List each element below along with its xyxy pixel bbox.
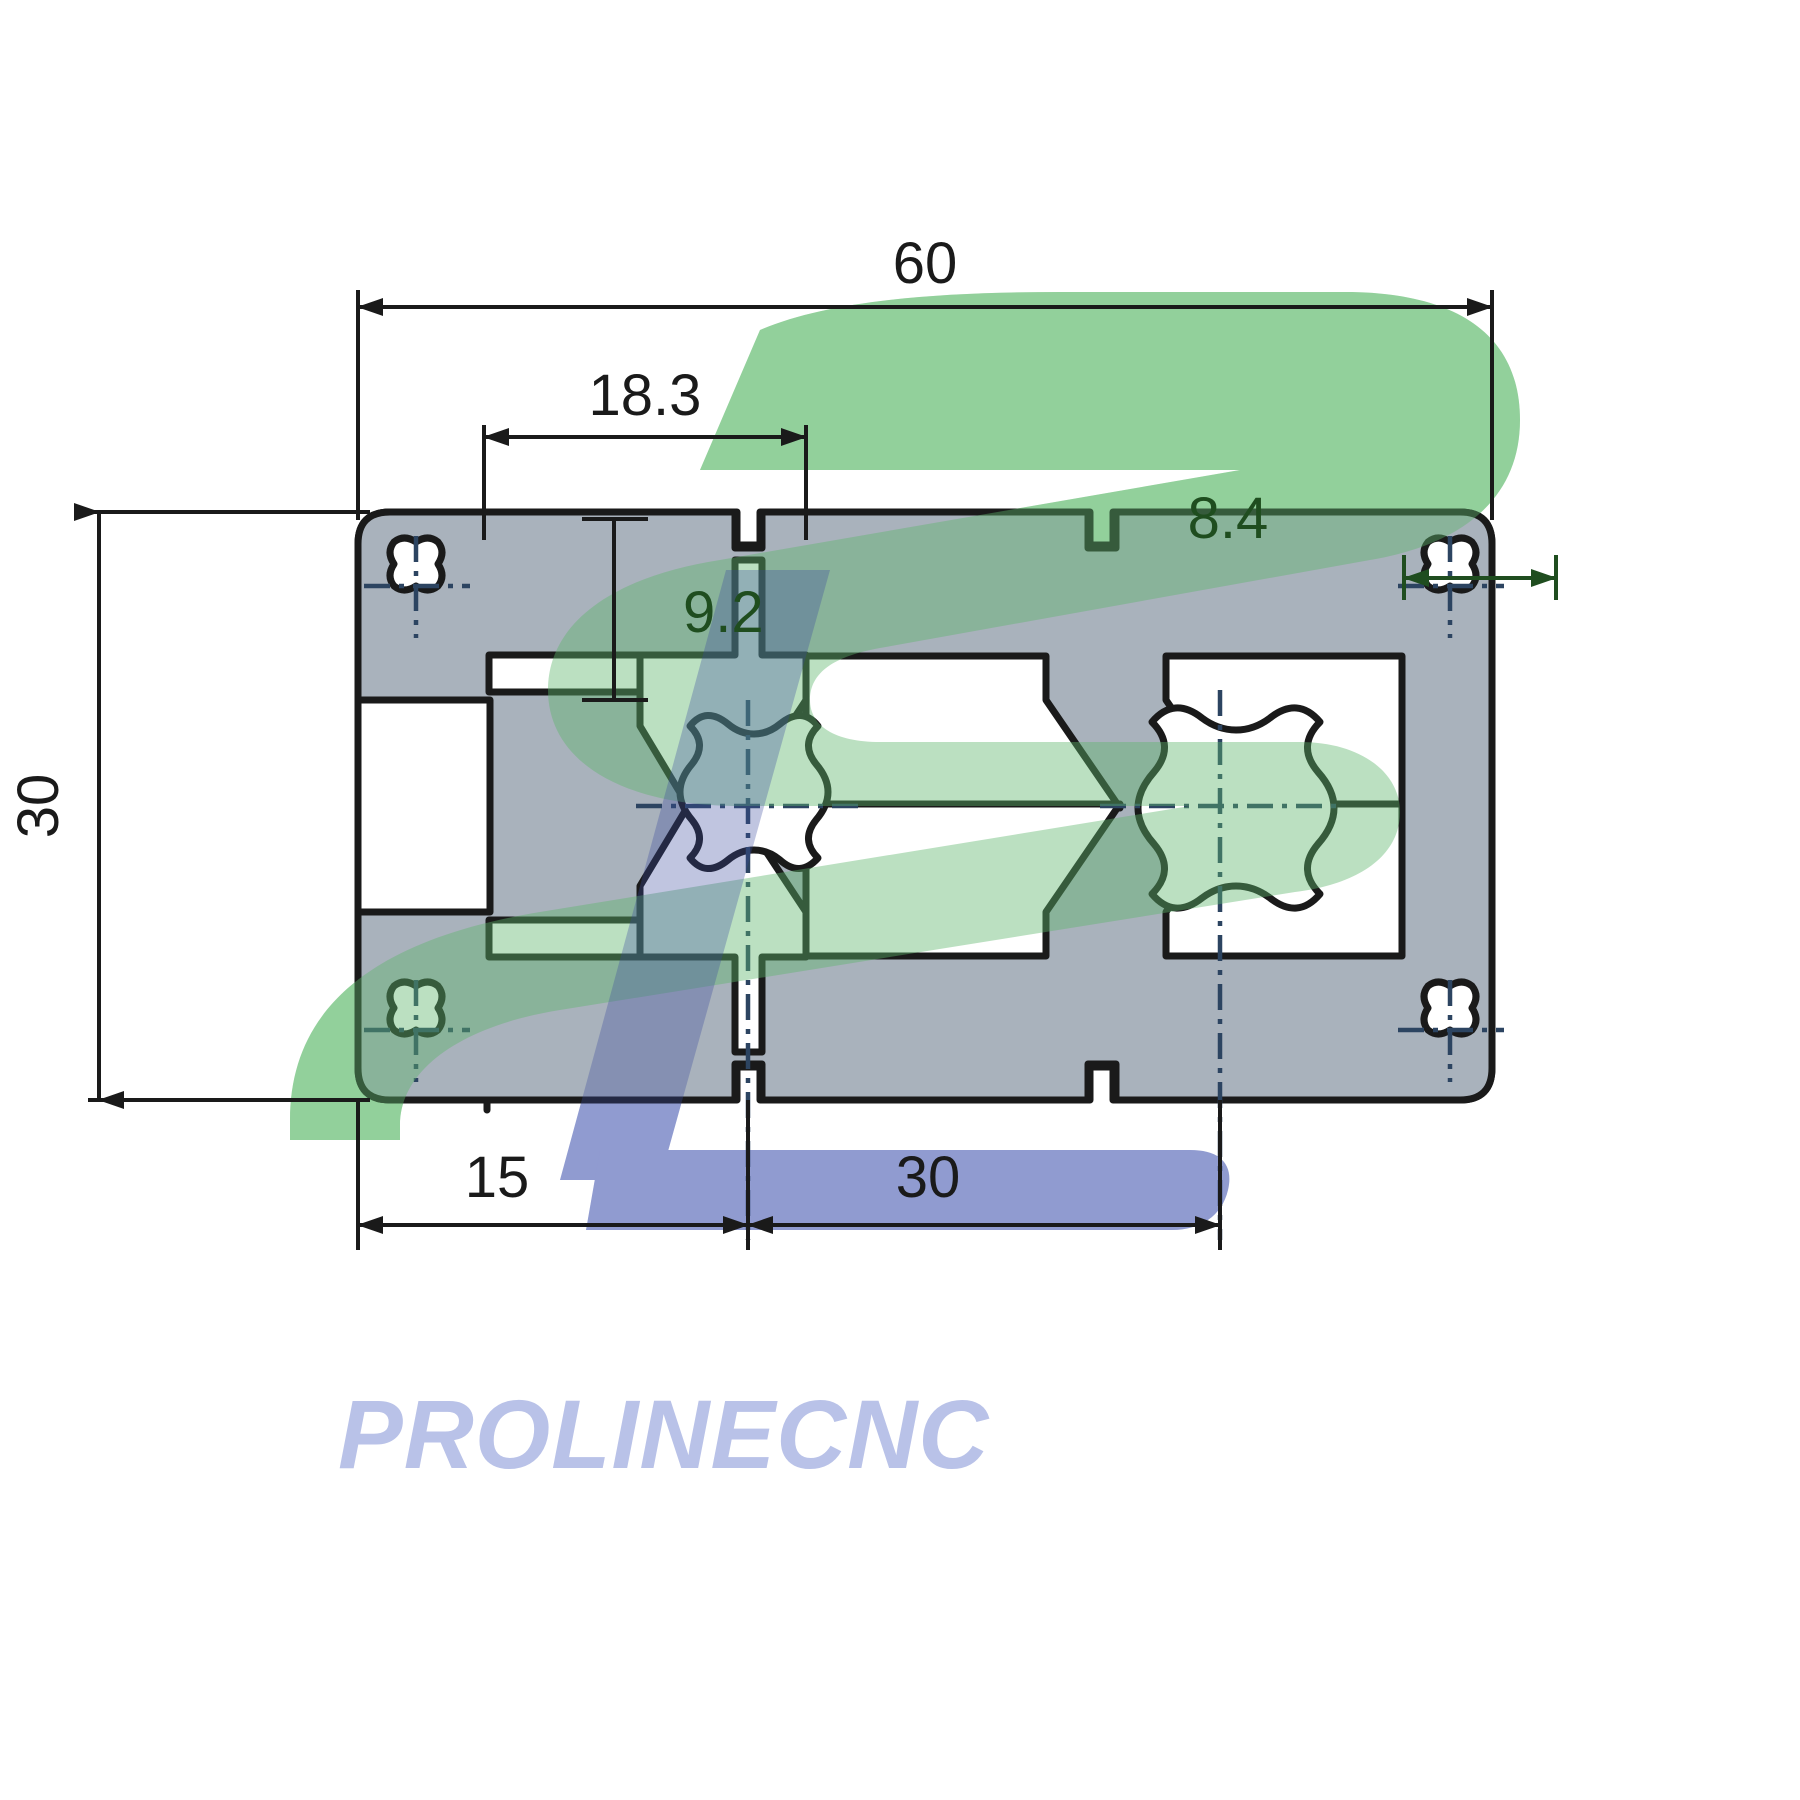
dim-label-30-pitch: 30 <box>896 1145 961 1210</box>
bore-left-center <box>676 712 832 872</box>
left-wall-notch <box>354 696 494 916</box>
green-brand-swoosh-overlay <box>290 292 1520 1140</box>
cavity-lower-left <box>636 802 810 1056</box>
dim-label-60: 60 <box>893 231 958 296</box>
dim-label-30-height: 30 <box>6 774 71 839</box>
dim-label-9-2: 9.2 <box>683 580 764 645</box>
brand-wordmark: PROLINECNC <box>338 1380 990 1489</box>
dim-label-15: 15 <box>465 1145 530 1210</box>
dim-label-18-3: 18.3 <box>589 363 702 428</box>
dim-label-8-4: 8.4 <box>1188 486 1269 551</box>
